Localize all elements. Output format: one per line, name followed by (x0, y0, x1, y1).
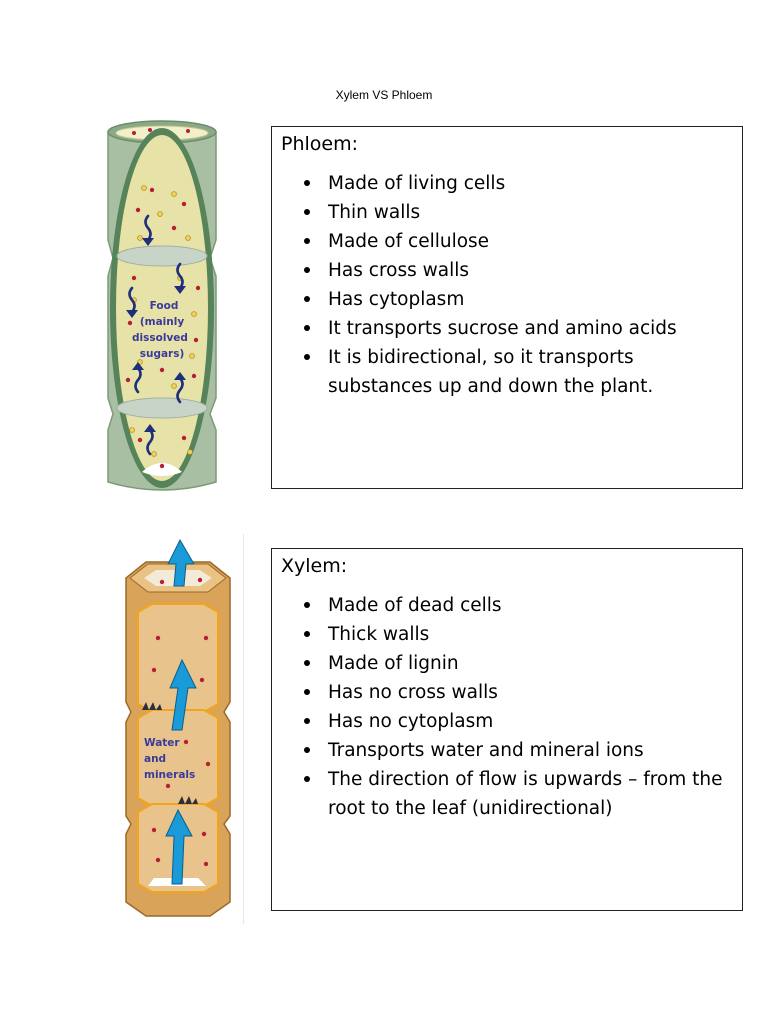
phloem-label-line-3: dissolved (132, 332, 188, 344)
phloem-heading: Phloem: (281, 133, 359, 155)
xylem-box: Xylem: Made of dead cells Thick walls Ma… (271, 548, 743, 911)
xylem-point: Thick walls (272, 620, 734, 649)
xylem-list: Made of dead cells Thick walls Made of l… (272, 591, 734, 823)
phloem-point: Made of cellulose (272, 227, 734, 256)
phloem-point: It is bidirectional, so it transports su… (272, 343, 734, 401)
phloem-point: Thin walls (272, 198, 734, 227)
phloem-point: It transports sucrose and amino acids (272, 314, 734, 343)
phloem-diagram: Food (mainly dissolved sugars) (107, 120, 217, 491)
xylem-point: Has no cytoplasm (272, 707, 734, 736)
xylem-label-line-1: Water (144, 737, 180, 749)
xylem-point: The direction of flow is upwards – from … (272, 765, 734, 823)
xylem-label-line-3: minerals (144, 769, 195, 781)
phloem-label-line-1: Food (150, 300, 179, 312)
xylem-point: Made of lignin (272, 649, 734, 678)
xylem-point: Has no cross walls (272, 678, 734, 707)
xylem-point: Transports water and mineral ions (272, 736, 734, 765)
phloem-box: Phloem: Made of living cells Thin walls … (271, 126, 743, 489)
xylem-label-line-2: and (144, 753, 166, 765)
phloem-list: Made of living cells Thin walls Made of … (272, 169, 734, 401)
page-title: Xylem VS Phloem (335, 88, 433, 102)
xylem-point: Made of dead cells (272, 591, 734, 620)
xylem-heading: Xylem: (281, 555, 348, 577)
phloem-point: Has cross walls (272, 256, 734, 285)
phloem-point: Has cytoplasm (272, 285, 734, 314)
xylem-diagram: Water and minerals (125, 534, 244, 924)
phloem-point: Made of living cells (272, 169, 734, 198)
phloem-label-line-4: sugars) (140, 348, 185, 360)
phloem-label-line-2: (mainly (140, 316, 184, 328)
